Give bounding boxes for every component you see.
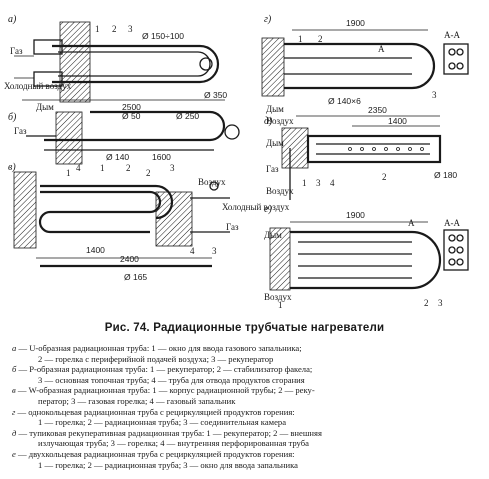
legend-entry-a: а — U-образная радиационная труба: 1 — о… [12,343,302,364]
legend-entry-v: в — W-образная радиационная труба: 1 — к… [12,385,315,406]
panel-g-tag: г) [264,14,272,25]
panel-d-tag: д) [264,116,273,127]
cold-air-label-v: Холодный воздух [222,202,290,212]
section-a-a [443,43,469,75]
dim-1900-g: 1900 [346,18,365,28]
svg-text:2: 2 [382,172,387,182]
panel-v-tag: в) [8,162,16,173]
section-label-g: А-А [444,30,460,40]
dim-d250-b: Ø 250 [176,111,199,121]
air-label-d: Воздух [266,186,294,196]
wall-section [55,111,83,165]
wall-section [269,227,291,291]
svg-text:4: 4 [190,246,195,256]
smoke-label-b: Дым [36,102,54,112]
svg-text:1: 1 [302,178,307,188]
svg-text:3: 3 [438,298,443,308]
dim-1900-e: 1900 [346,210,365,220]
air-label-g: Воздух [266,116,294,126]
svg-text:2: 2 [318,34,323,44]
outer-tube [306,134,442,164]
svg-text:2: 2 [146,168,151,178]
dim-1600-b: 1600 [152,152,171,162]
air-label-v: Воздух [198,177,226,187]
legend-entry-g: г — однокольцевая радиационная труба с р… [12,406,295,428]
svg-text:3: 3 [432,90,437,100]
dim-2400-v: 2400 [120,254,139,264]
wall-section [59,21,91,103]
panel-g-single-ring: г) 1900 Ø 140×6 А-А А Дым Воздух 1 2 3 [261,14,469,126]
dim-1400-d: 1400 [388,116,407,126]
dim-d50-b: Ø 50 [122,111,141,121]
section-a-a [443,229,469,271]
panel-b-p-tube: б) Газ Дым Ø 50 Ø 250 Ø 140 1600 1 2 3 4 [8,102,240,173]
panel-a-u-tube: а) Газ Холодный воздух Ø 150÷100 2500 Ø … [4,14,227,112]
dim-d165-v: Ø 165 [124,272,147,282]
wall-section [281,127,309,169]
wall-section [13,171,37,249]
panel-v-w-tube: в) Воздух Холодный воздух Газ 1400 2400 … [8,162,290,282]
svg-text:1: 1 [100,163,105,173]
svg-text:1: 1 [95,24,100,34]
panel-e-double-ring: е) 1900 А-А А Дым Воздух 1 2 3 [264,204,469,310]
svg-text:1: 1 [298,34,303,44]
svg-text:1: 1 [66,168,71,178]
legend-entry-d: д — тупиковая рекуперативная радиационна… [12,427,322,449]
gas-label-b: Газ [14,126,27,136]
svg-text:2: 2 [126,163,131,173]
recuperator-body [33,71,63,87]
technical-drawing: а) Газ Холодный воздух Ø 150÷100 2500 Ø … [4,14,469,310]
dim-d140-g: Ø 140×6 [328,96,361,106]
air-label-a: Холодный воздух [4,81,72,91]
smoke-label-d: Дым [266,138,284,148]
dim-length-a: 2500 [122,102,141,112]
svg-text:А: А [408,218,415,228]
dim-diam-a: Ø 150÷100 [142,31,184,41]
dim-diam350-a: Ø 350 [204,90,227,100]
wall-section-right [155,191,193,247]
panel-b-tag: б) [8,112,17,123]
svg-text:3: 3 [316,178,321,188]
section-label-e: А-А [444,218,460,228]
svg-text:1: 1 [278,300,283,310]
dim-d140-b: Ø 140 [106,152,129,162]
svg-text:3: 3 [212,246,217,256]
panel-e-tag: е) [264,204,272,215]
dim-1400-v: 1400 [86,245,105,255]
p-tube [44,110,226,142]
smoke-label-e: Дым [264,230,282,240]
figure-caption: Рис. 74. Радиационные трубчатые нагреват… [104,322,385,334]
gas-label-a: Газ [10,46,23,56]
u-tube [52,44,220,84]
dim-d180-d: Ø 180 [434,170,457,180]
smoke-label-g: Дым [266,104,284,114]
burner-body [33,39,63,55]
figure-legend: а — U-образная радиационная труба: 1 — о… [12,343,484,470]
svg-text:А: А [378,44,385,54]
gas-label-d: Газ [266,164,279,174]
svg-text:3: 3 [170,163,175,173]
gas-label-v: Газ [226,222,239,232]
dim-2350-d: 2350 [368,105,387,115]
wall-section [261,37,285,97]
panel-d-dead-end: д) 2350 1400 Ø 180 Дым Газ Воздух 1 2 3 … [264,105,457,200]
legend-entry-b: б — Р-образная радиационная труба: 1 — р… [12,364,313,385]
legend-entry-e: е — двухкольцевая радиационная труба с р… [12,448,298,470]
svg-text:4: 4 [76,163,81,173]
panel-a-tag: а) [8,14,17,25]
svg-text:2: 2 [112,24,117,34]
svg-text:2: 2 [424,298,429,308]
svg-text:4: 4 [330,178,335,188]
svg-text:3: 3 [128,24,133,34]
air-label-e: Воздух [264,292,292,302]
